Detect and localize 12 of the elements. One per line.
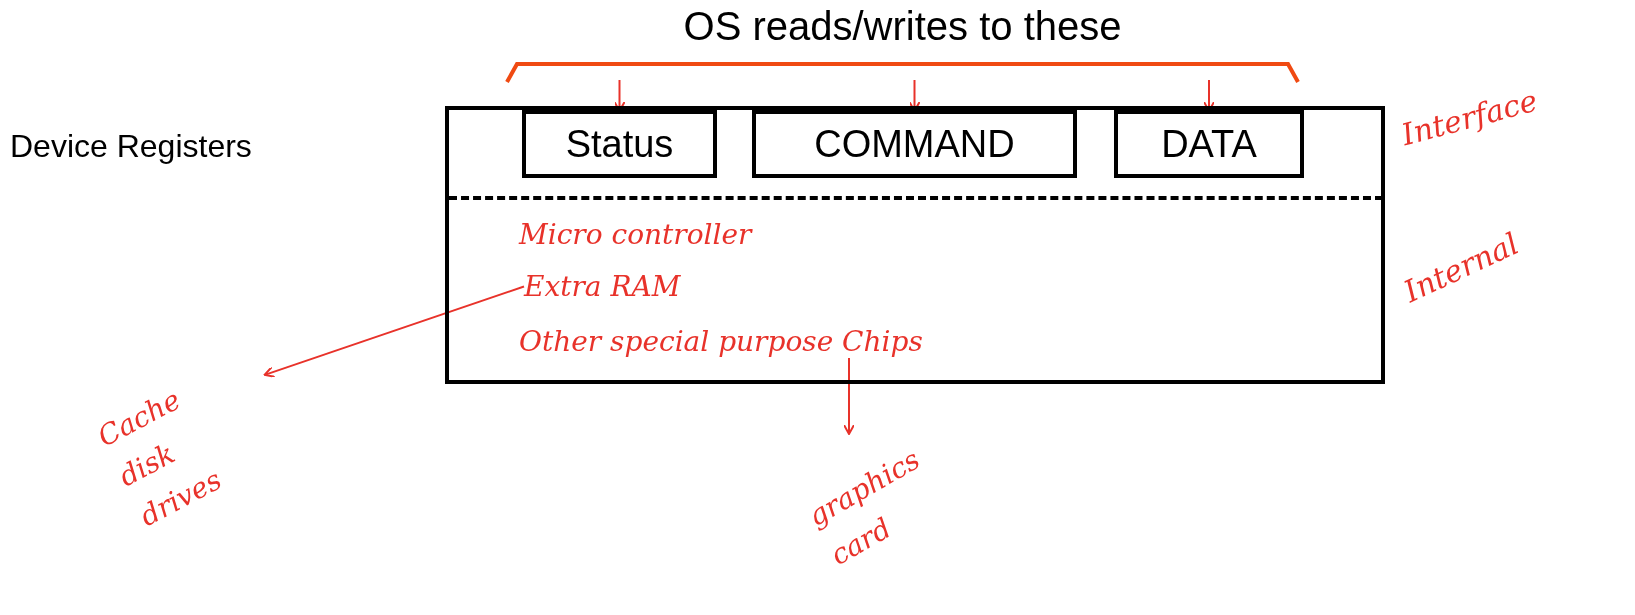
handwritten-note: Micro controller: [519, 218, 752, 251]
handwritten-note: Other special purpose Chips: [519, 325, 923, 358]
register-box: DATA: [1114, 110, 1304, 178]
register-box: COMMAND: [752, 110, 1077, 178]
side-label: Device Registers: [10, 128, 252, 165]
device-box: [445, 106, 1385, 384]
handwritten-note: Extra RAM: [524, 270, 681, 303]
arrow: [263, 285, 525, 378]
heading-text: OS reads/writes to these: [682, 4, 1123, 49]
handwritten-note: Interface: [1397, 82, 1542, 153]
arrow: [843, 357, 855, 435]
register-box: Status: [522, 110, 717, 178]
